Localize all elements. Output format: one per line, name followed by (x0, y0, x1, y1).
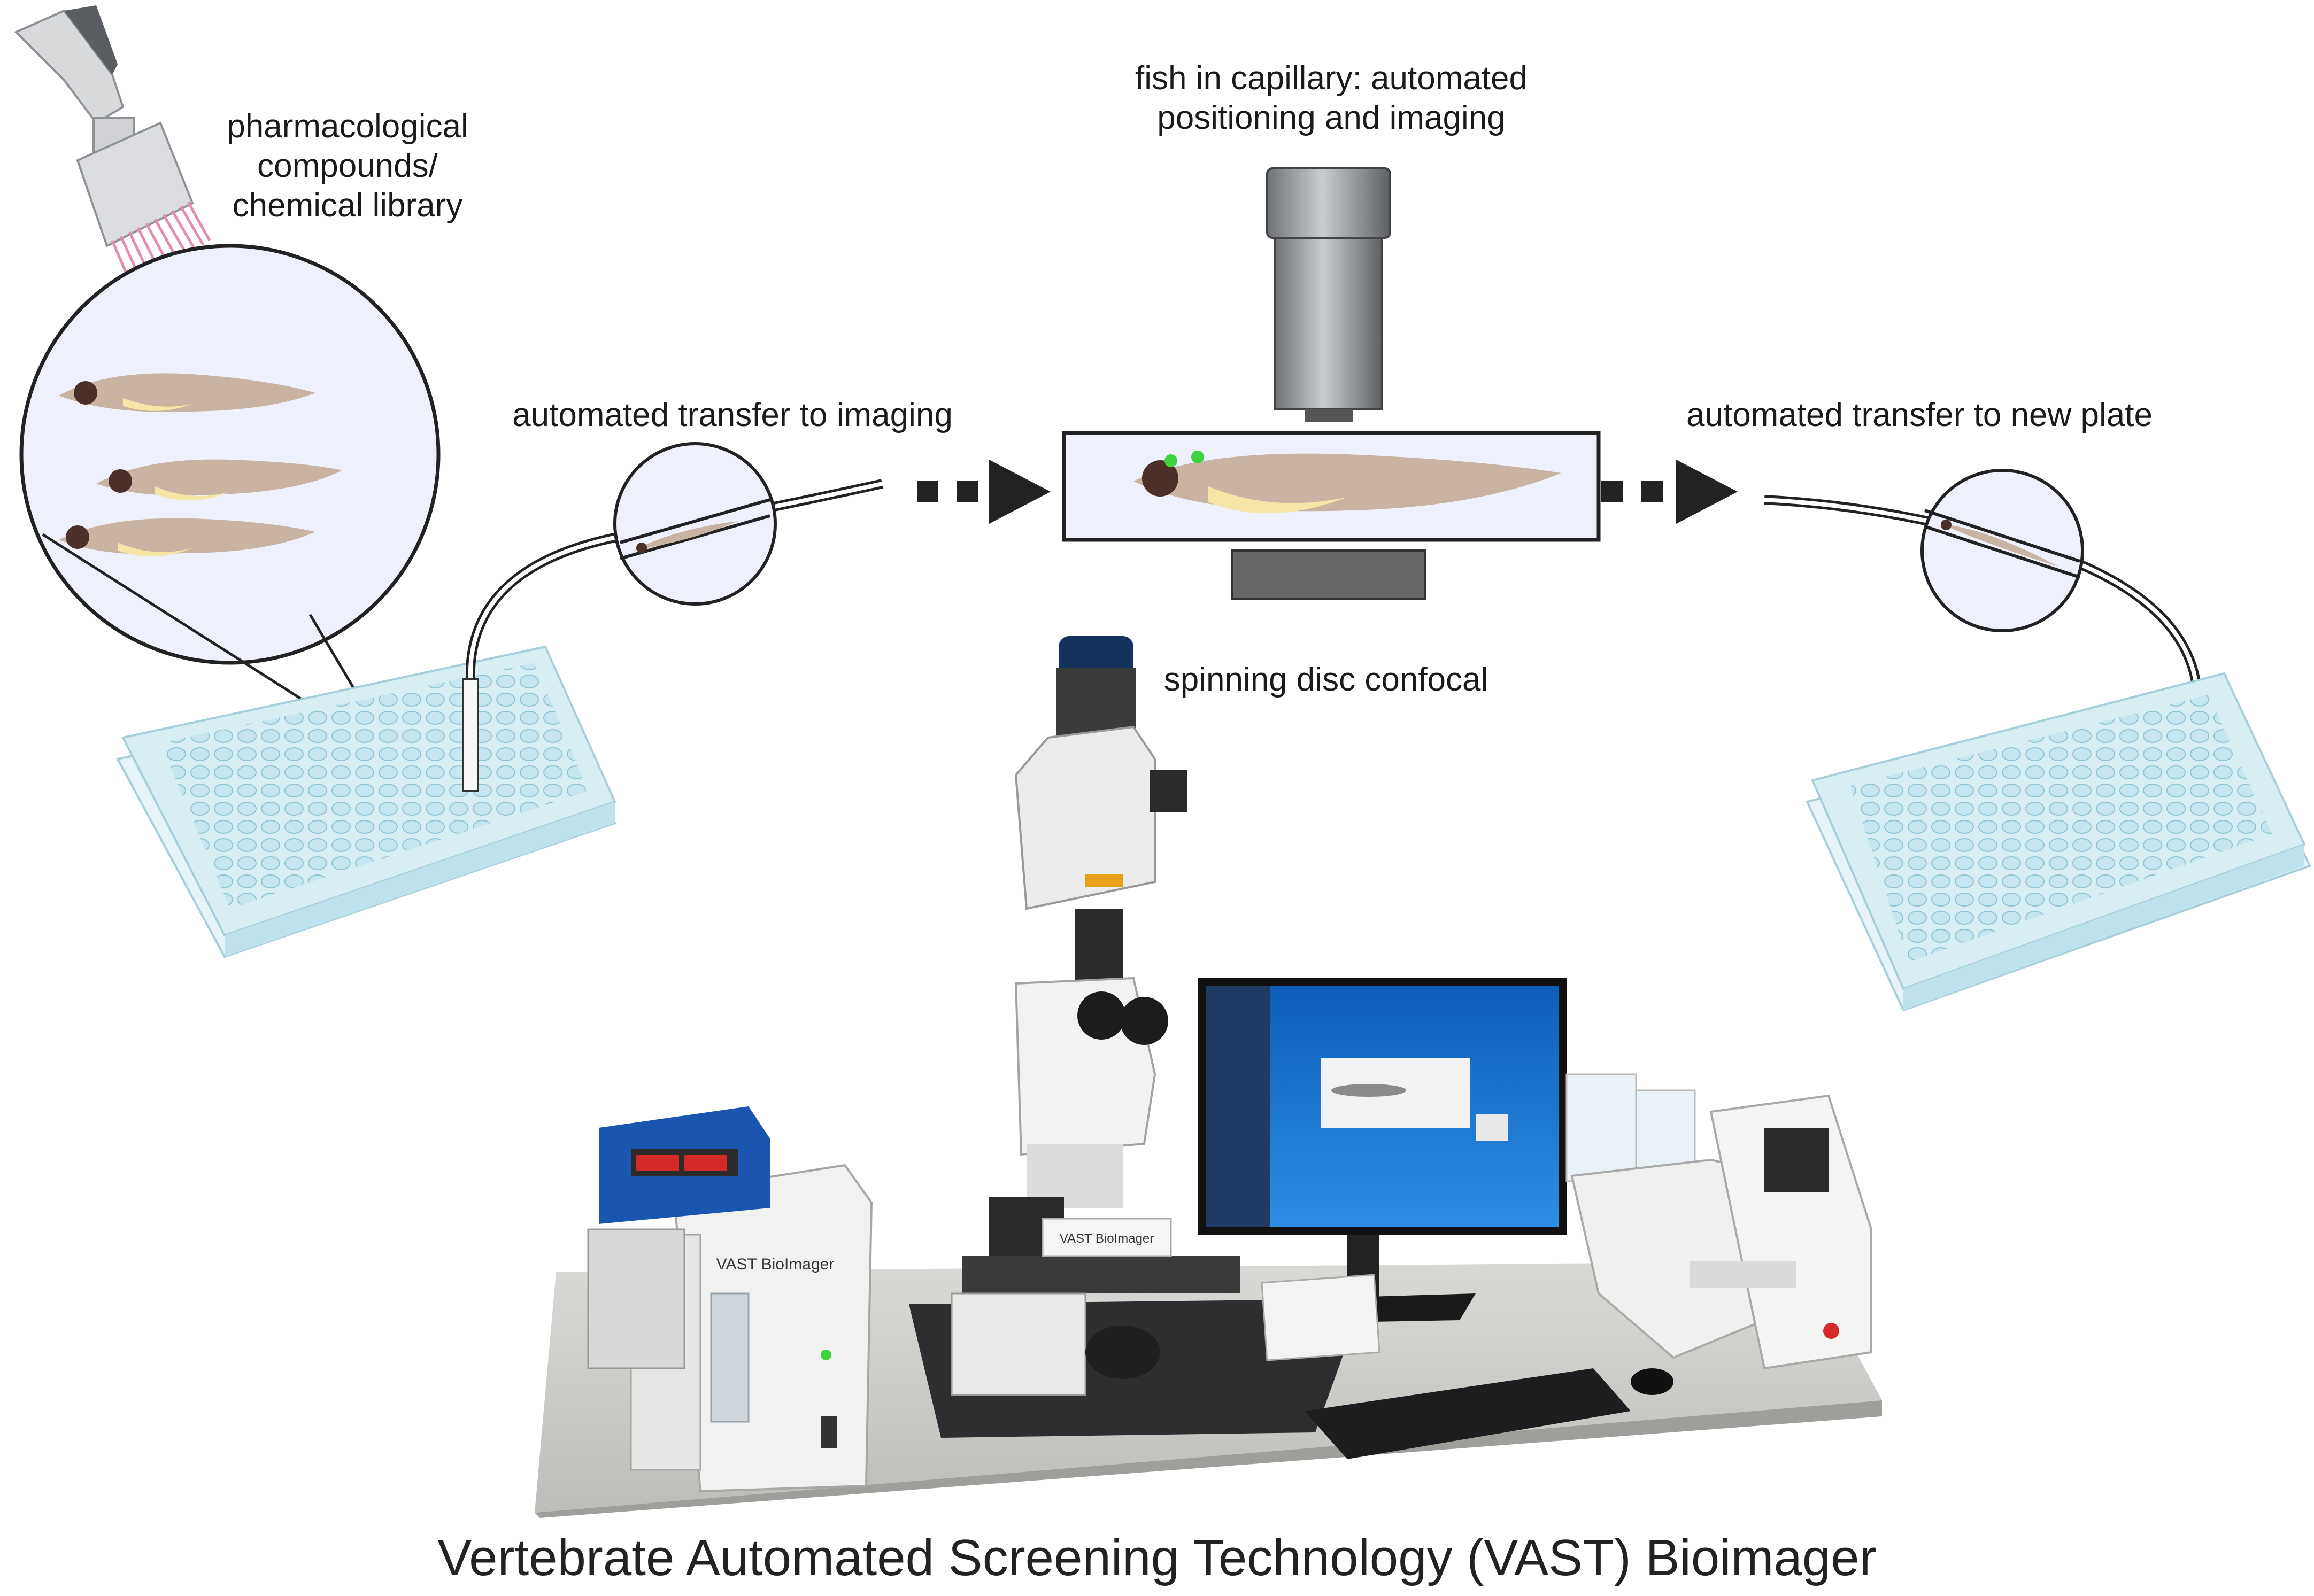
capillary-line-1: fish in capillary: automated (1135, 60, 1528, 97)
capillary-stage (1231, 549, 1426, 600)
keyboard (1305, 1368, 1631, 1459)
well-plate-left (115, 645, 616, 958)
well-plate-right (1806, 672, 2311, 1012)
imaging-capillary (1062, 431, 1601, 542)
confocal-label: spinning disc confocal (1163, 661, 1488, 698)
robotic-dispenser (1565, 1073, 1872, 1370)
figure-title: Vertebrate Automated Screening Technolog… (437, 1529, 1877, 1586)
flow-arrow-right (1601, 460, 1738, 524)
multichannel-pipette-icon (14, 5, 211, 278)
vast-panel-label: VAST BioImager (716, 1256, 835, 1273)
capillary-line-2: positioning and imaging (1157, 99, 1506, 136)
compounds-label: pharmacological compounds/ chemical libr… (209, 107, 487, 226)
larva-icon (59, 518, 315, 557)
larva-icon (96, 459, 342, 501)
confocal-scanner (1014, 636, 1187, 983)
stage-label: VAST BioImager (1060, 1231, 1154, 1246)
objective-lens-icon (1266, 167, 1391, 422)
transfer-to-plate-label: automated transfer to new plate (1686, 397, 2153, 433)
control-tablet (1261, 1274, 1380, 1361)
larva-icon (59, 373, 315, 412)
magnified-larvae-circle (19, 244, 441, 665)
mouse (1631, 1368, 1673, 1395)
compounds-line-2: compounds/ (257, 148, 438, 184)
controller-box (587, 1106, 770, 1369)
capillary-label: fish in capillary: automated positioning… (1080, 59, 1583, 138)
transfer-to-imaging-label: automated transfer to imaging (512, 397, 953, 433)
compounds-line-3: chemical library (232, 187, 463, 224)
vast-unit: VAST BioImager (630, 1164, 873, 1493)
microscope: VAST BioImager (951, 977, 1240, 1396)
compounds-line-1: pharmacological (227, 108, 468, 145)
magnified-tube-circle-left (613, 442, 777, 606)
magnified-tube-circle-right (1920, 469, 2084, 632)
flow-arrow-left (917, 460, 1051, 524)
lab-setup-photo: VAST BioImager VAST BioImager (535, 636, 1882, 1518)
